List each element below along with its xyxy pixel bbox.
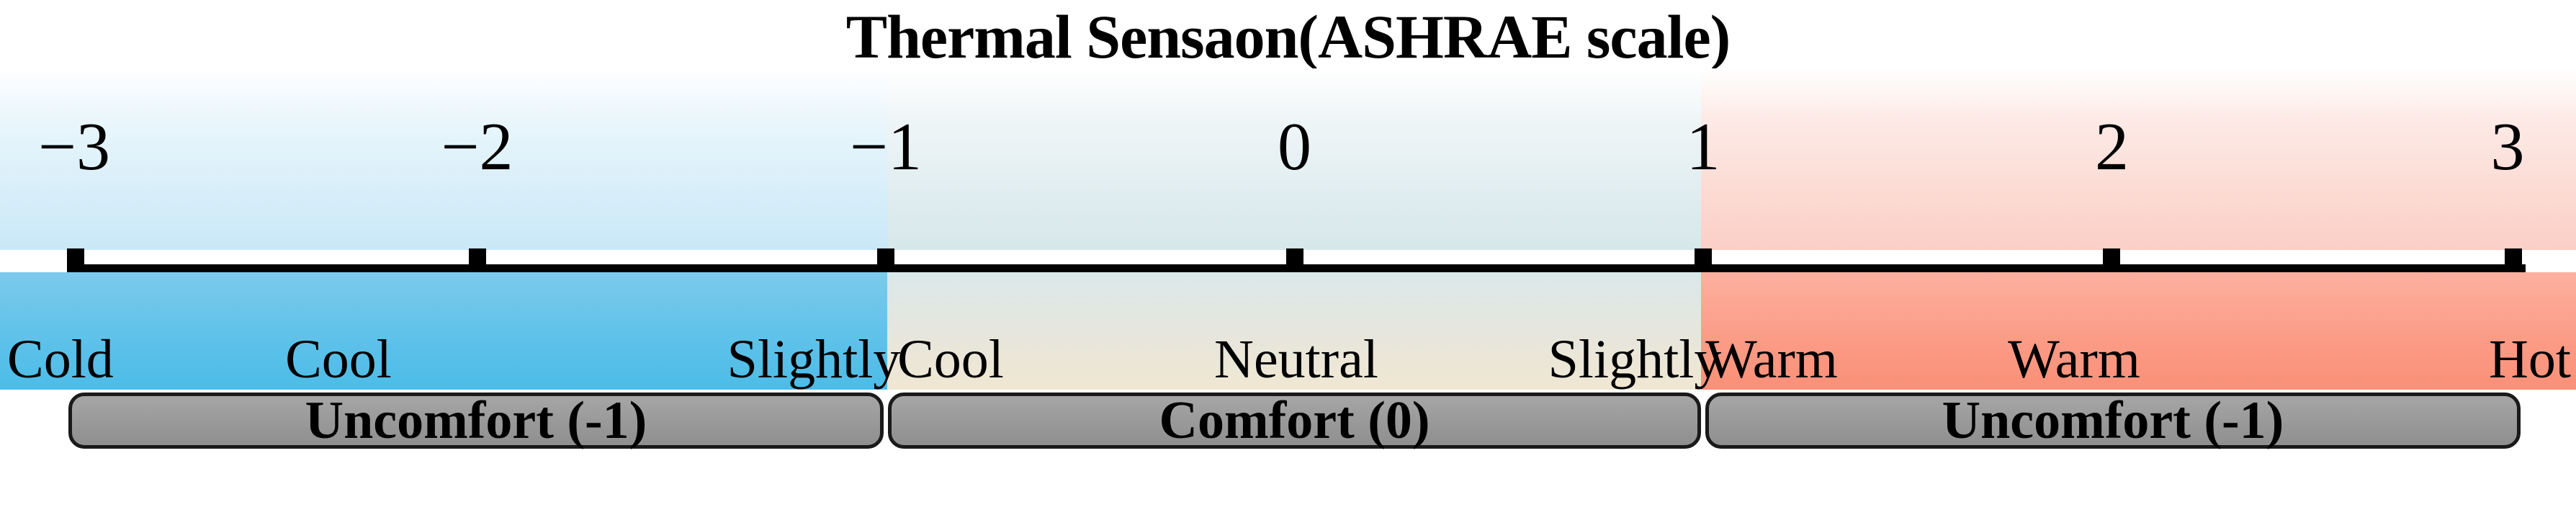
lower-color-band bbox=[0, 272, 2576, 390]
axis-tick-label: −2 bbox=[441, 109, 513, 184]
lower-segment-neutral bbox=[887, 272, 1701, 390]
axis-tick-label: −1 bbox=[849, 109, 922, 184]
comfort-band-box: Comfort (0) bbox=[888, 393, 1701, 449]
axis-tick-label: 2 bbox=[2094, 109, 2129, 184]
comfort-band-label: Uncomfort (-1) bbox=[305, 391, 647, 450]
axis bbox=[0, 248, 2576, 283]
comfort-band-label: Comfort (0) bbox=[1159, 391, 1430, 450]
upper-segment-cold bbox=[0, 68, 887, 250]
comfort-band-row: Uncomfort (-1) Comfort (0) Uncomfort (-1) bbox=[0, 393, 2576, 456]
comfort-band-box: Uncomfort (-1) bbox=[68, 393, 884, 449]
axis-tick-label: 0 bbox=[1278, 109, 1311, 184]
page-title: Thermal Sensaon(ASHRAE scale) bbox=[845, 2, 1731, 71]
comfort-band-label: Uncomfort (-1) bbox=[1942, 391, 2284, 450]
comfort-band-box: Uncomfort (-1) bbox=[1705, 393, 2521, 449]
axis-tick-label: 1 bbox=[1686, 109, 1720, 184]
lower-segment-warm bbox=[1701, 272, 2576, 390]
lower-segment-cold bbox=[0, 272, 887, 390]
upper-segment-neutral bbox=[887, 68, 1701, 250]
axis-tick-label: −3 bbox=[37, 109, 111, 184]
upper-gradient-strip bbox=[0, 68, 2576, 250]
axis-tick-label: 3 bbox=[2490, 109, 2525, 184]
upper-segment-warm bbox=[1701, 68, 2576, 250]
